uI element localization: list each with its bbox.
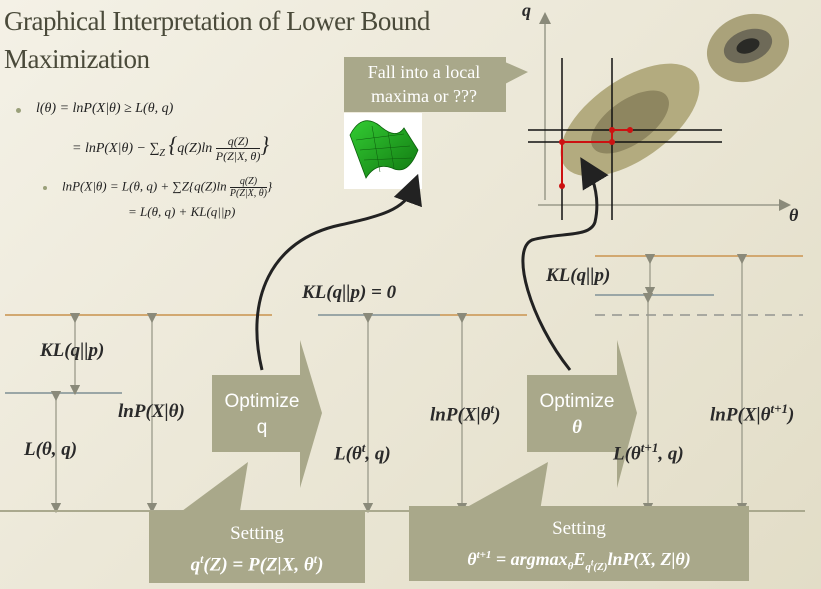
- b1-line2-q: q(Z)ln: [177, 141, 213, 156]
- s2-pre: θ: [467, 549, 477, 569]
- optimize-q-line2: q: [256, 417, 268, 438]
- label-lnp-3: lnP(X|θt+1): [710, 401, 794, 426]
- optimize-theta-arrow: [527, 340, 637, 488]
- s1-sup: t: [200, 552, 204, 566]
- s2-end: lnP(X, Z|θ): [607, 549, 691, 569]
- curve-arrow-1: [255, 173, 422, 371]
- s2-sup: t+1: [476, 549, 492, 561]
- label-kl-1: KL(q||p): [40, 340, 105, 361]
- optimize-theta-line1: Optimize: [539, 391, 615, 412]
- s2-esub2: (Z): [593, 560, 608, 573]
- label-kl-3: KL(q||p): [546, 265, 611, 286]
- contour-inner-2: [736, 38, 760, 54]
- s1-pre: q: [190, 554, 201, 576]
- bullet-dot-1: [16, 108, 21, 113]
- s2-mid: = argmax: [491, 549, 568, 569]
- bullet-2-line-2: = L(θ, q) + KL(q||p): [128, 204, 236, 219]
- b1-frac-den: P(Z|X, θ): [215, 149, 261, 164]
- label-lnp-2: lnP(X|θt): [430, 401, 500, 426]
- contour-plot: [528, 12, 791, 220]
- b2-frac-num: q(Z): [229, 176, 267, 188]
- L2-post: , q): [365, 443, 391, 465]
- optimize-q-label: Optimize q: [214, 389, 310, 441]
- optimize-theta-label: Optimize θ: [529, 389, 625, 441]
- L2-sup: t: [361, 440, 366, 455]
- path-point: [609, 139, 615, 145]
- title-line-2: Maximization: [4, 44, 150, 74]
- curve-arrow-2: [521, 157, 609, 371]
- setting-2-equation: θt+1 = argmaxθEqt(Z)lnP(X, Z|θ): [409, 541, 749, 581]
- y-axis-label: q: [522, 0, 531, 20]
- lnp3-post: ): [788, 404, 795, 426]
- setting-2-box: [409, 506, 749, 581]
- bullet-1-line-2: = lnP(X|θ) − ∑Z {q(Z)ln q(Z) P(Z|X, θ) }: [72, 132, 269, 163]
- setting-2-title: Setting: [552, 518, 606, 539]
- path-point: [559, 183, 565, 189]
- x-axis-label: θ: [789, 205, 799, 225]
- callout-text: Fall into a local maxima or ???: [367, 62, 481, 106]
- setting-2-tail: [460, 462, 548, 511]
- setting-1-tail: [182, 462, 248, 511]
- s2-esub: q: [585, 560, 591, 573]
- bullet-2-line-1: lnP(X|θ) = L(θ, q) + ∑Z{q(Z)ln q(Z) P(Z|…: [62, 176, 272, 199]
- path-point: [609, 127, 615, 133]
- bullet-1-line-1: l(θ) = lnP(X|θ) ≥ L(θ, q): [36, 101, 174, 116]
- setting-1-label: Setting qt(Z) = P(Z|X, θt): [149, 522, 365, 578]
- b1-brace-open: {: [168, 132, 178, 157]
- lnp3-sup: t+1: [770, 401, 789, 416]
- label-L-2: L(θt, q): [334, 440, 391, 465]
- path-point: [627, 127, 633, 133]
- surface-image: [344, 113, 422, 189]
- b1-line2-sub: Z: [159, 147, 165, 159]
- b1-line2-left: = lnP(X|θ) − ∑: [72, 141, 160, 156]
- optimize-q-line1: Optimize: [224, 391, 300, 412]
- setting-2-label: Setting θt+1 = argmaxθEqt(Z)lnP(X, Z|θ): [409, 517, 749, 581]
- title-line-1: Graphical Interpretation of Lower Bound: [4, 6, 430, 36]
- callout-shape: [344, 57, 528, 112]
- label-lnp-1: lnP(X|θ): [118, 401, 185, 422]
- b2-close: }: [267, 178, 273, 194]
- L3-post: , q): [658, 443, 684, 465]
- b2-line1: lnP(X|θ) = L(θ, q) + ∑Z{q(Z)ln: [62, 178, 227, 194]
- path-point: [559, 139, 565, 145]
- s1-sup2: t: [313, 552, 318, 566]
- b2-frac-den: P(Z|X, θ): [229, 188, 267, 199]
- slide-title: Graphical Interpretation of Lower Bound …: [4, 2, 504, 78]
- lnp2-post: ): [494, 404, 501, 426]
- lnp2-pre: lnP(X|θ: [430, 404, 491, 426]
- s1-end: ): [317, 554, 324, 576]
- contour-mid-1: [591, 90, 669, 154]
- s2-esubsup: t: [590, 556, 594, 567]
- label-L-1: L(θ, q): [24, 439, 78, 460]
- bound-diagram: [0, 253, 805, 514]
- bullet-dot-2: [43, 186, 47, 190]
- optimize-q-arrow: [212, 340, 322, 488]
- L3-sup: t+1: [640, 440, 659, 455]
- lnp3-pre: lnP(X|θ: [710, 404, 771, 426]
- b1-frac-num: q(Z): [215, 134, 261, 150]
- s1-post: (Z) = P(Z|X, θ: [203, 554, 314, 576]
- s2-e: E: [573, 549, 586, 569]
- label-kl-zero: KL(q||p) = 0: [302, 282, 397, 303]
- setting-1-box: [149, 511, 365, 583]
- optimize-theta-line2: θ: [572, 417, 582, 438]
- label-L-3: L(θt+1, q): [613, 440, 684, 465]
- b1-brace-close: }: [260, 132, 270, 157]
- setting-1-title: Setting: [230, 523, 284, 544]
- L2-pre: L(θ: [334, 443, 362, 465]
- lnp2-sup: t: [490, 401, 495, 416]
- L3-pre: L(θ: [613, 443, 641, 465]
- s2-sub: θ: [567, 560, 574, 573]
- setting-1-equation: qt(Z) = P(Z|X, θt): [149, 546, 365, 578]
